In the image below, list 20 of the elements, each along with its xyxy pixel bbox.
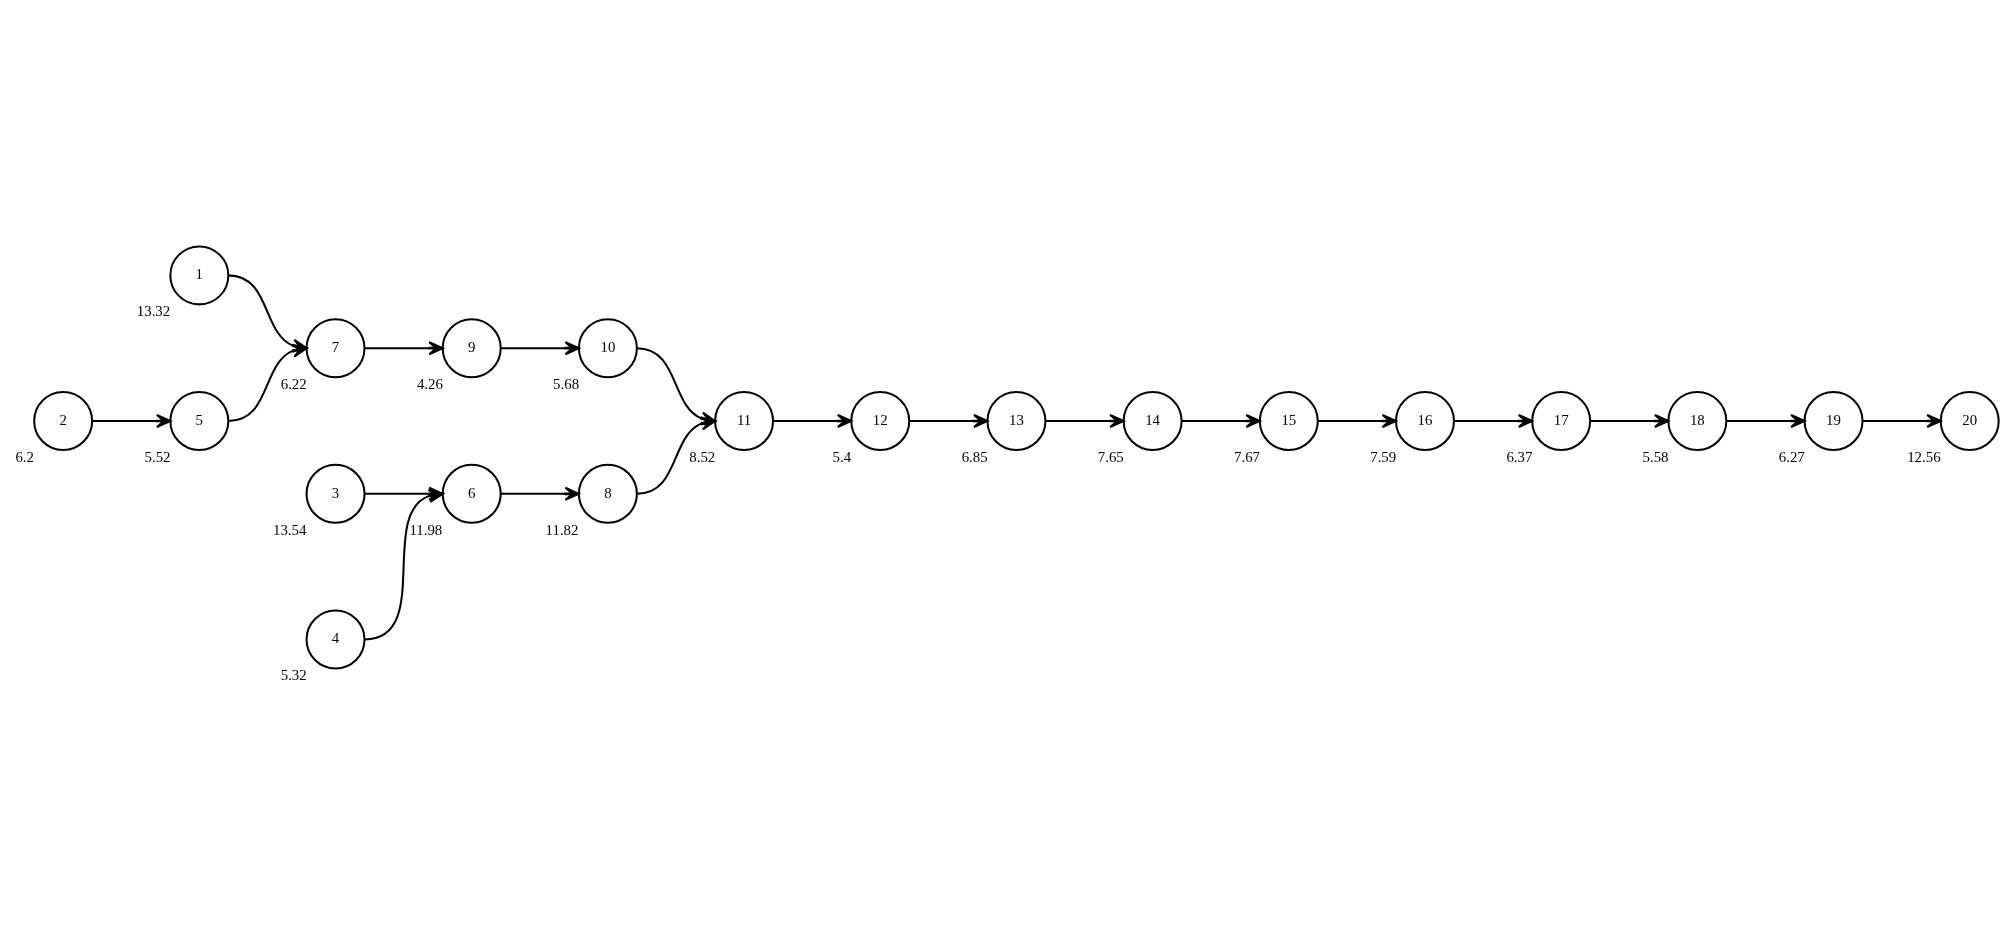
node-label: 5.32 xyxy=(280,666,307,683)
node-label: 6.2 xyxy=(14,448,34,465)
node-label: 11.98 xyxy=(408,521,442,538)
node-label: 4.26 xyxy=(416,375,443,392)
node-label: 8.52 xyxy=(688,448,715,465)
node-label: 13.54 xyxy=(272,521,306,538)
node-label: 11.82 xyxy=(545,521,578,538)
node-label: 6.22 xyxy=(280,375,307,392)
node-label: 6.37 xyxy=(1505,448,1532,465)
node-label: 6.85 xyxy=(961,448,988,465)
node-label: 7.67 xyxy=(1233,448,1260,465)
node-label: 7.65 xyxy=(1097,448,1124,465)
node-label: 5.58 xyxy=(1642,448,1669,465)
node-label: 5.52 xyxy=(144,448,171,465)
node-label: 5.68 xyxy=(552,375,579,392)
node-label: 12.56 xyxy=(1906,448,1941,465)
node-label: 5.4 xyxy=(832,448,851,465)
node-label: 13.32 xyxy=(136,302,170,319)
node-label: 7.59 xyxy=(1369,448,1396,465)
node-label: 6.27 xyxy=(1778,448,1805,465)
